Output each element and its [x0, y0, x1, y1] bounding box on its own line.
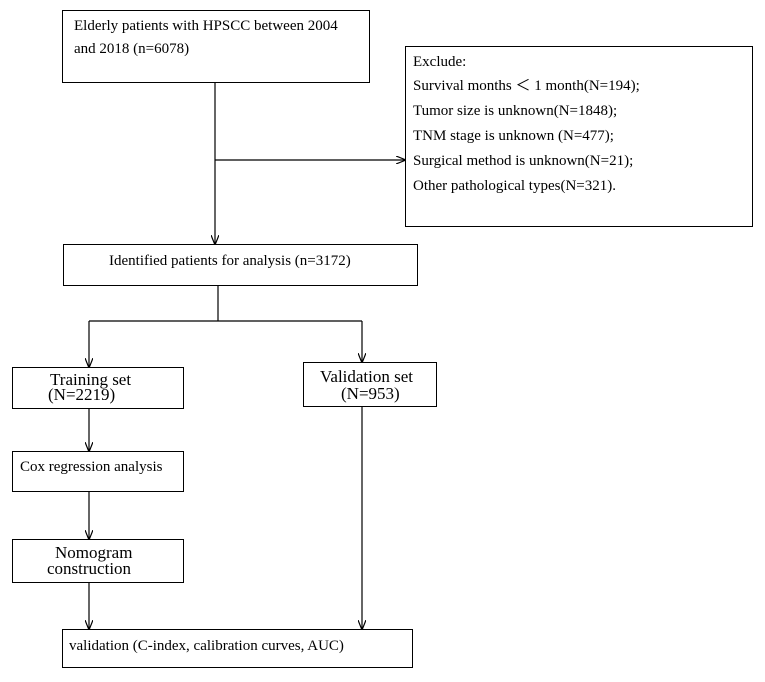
start-line-1: Elderly patients with HPSCC between 2004	[74, 18, 338, 34]
start-line-2: and 2018 (n=6078)	[74, 41, 190, 57]
nomogram-line-2: construction	[47, 559, 132, 578]
final-validation-label: validation (C-index, calibration curves,…	[69, 638, 344, 654]
exclude-title: Exclude:	[413, 54, 467, 70]
validation-line-1: Validation set	[320, 367, 414, 386]
final-validation-box: validation (C-index, calibration curves,…	[62, 629, 413, 668]
exclude-item: TNM stage is unknown (N=477);	[413, 128, 614, 144]
exclude-item: Tumor size is unknown(N=1848);	[413, 103, 618, 119]
cox-box: Cox regression analysis	[12, 451, 184, 492]
validation-box: Validation set (N=953)	[303, 362, 437, 407]
nomogram-box: Nomogram construction	[12, 539, 184, 583]
identified-label: Identified patients for analysis (n=3172…	[109, 253, 351, 269]
nomogram-line-1: Nomogram	[55, 543, 133, 562]
training-line-2: (N=2219)	[48, 385, 116, 404]
exclude-box: Exclude: Survival months ＜ 1 month(N=194…	[405, 46, 753, 227]
exclude-item: Survival months ＜ 1 month(N=194);	[413, 78, 640, 94]
validation-line-2: (N=953)	[341, 384, 400, 403]
training-line-1: Training set	[50, 370, 132, 389]
exclude-item: Surgical method is unknown(N=21);	[413, 153, 634, 169]
exclude-item: Other pathological types(N=321).	[413, 178, 616, 194]
training-box: Training set (N=2219)	[12, 367, 184, 409]
start-box: Elderly patients with HPSCC between 2004…	[62, 10, 370, 83]
cox-label: Cox regression analysis	[20, 459, 163, 475]
identified-box: Identified patients for analysis (n=3172…	[63, 244, 418, 286]
